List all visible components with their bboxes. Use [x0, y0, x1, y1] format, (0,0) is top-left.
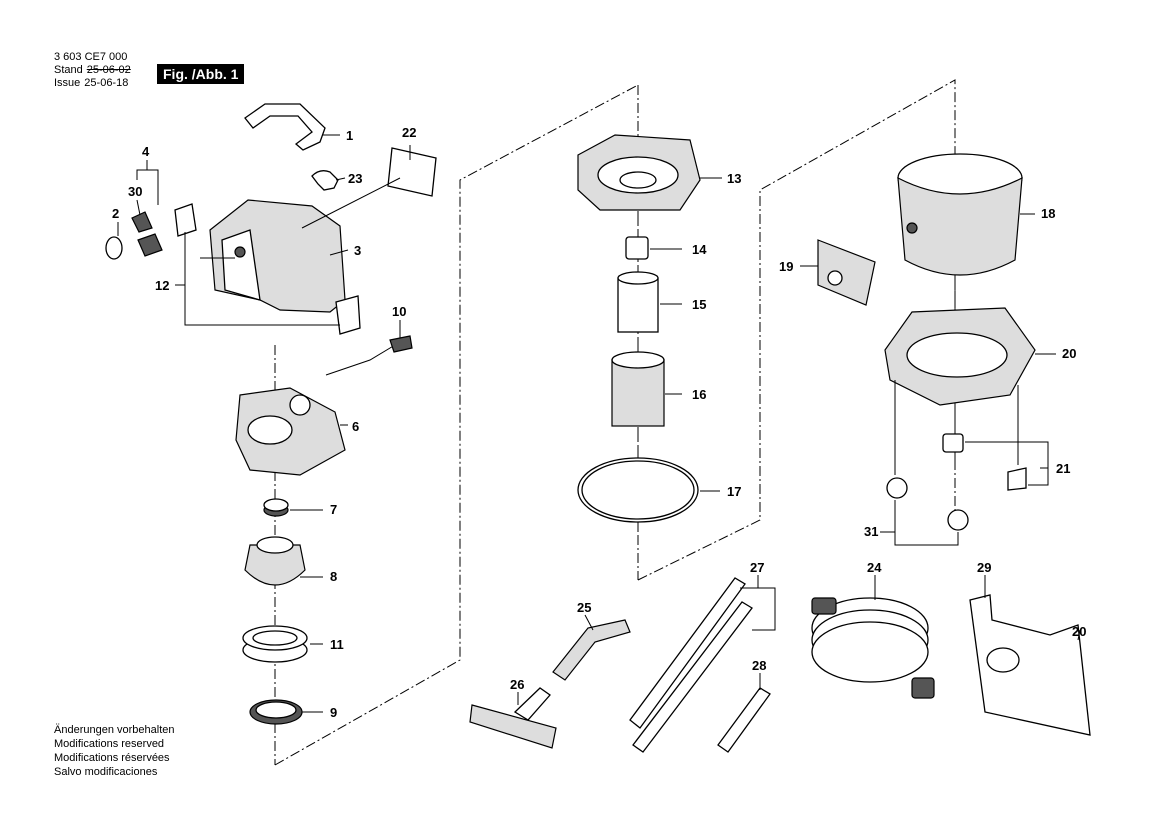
label-part-11: 11	[330, 637, 344, 652]
stand-label: Stand	[54, 64, 83, 76]
part-switch-30	[131, 211, 163, 257]
doc-number: 3 603 CE7 000	[54, 51, 128, 63]
part-filter-cartridge-16	[611, 351, 665, 427]
label-part-13: 13	[727, 171, 741, 186]
label-part-20: 20	[1062, 346, 1076, 361]
label-part-28: 28	[752, 658, 766, 673]
part-filter-cage-15	[617, 271, 659, 333]
label-part-2: 2	[112, 206, 119, 221]
issue-date: 25-06-18	[84, 77, 129, 89]
label-part-27: 27	[750, 560, 764, 575]
label-part-24: 24	[867, 560, 882, 575]
part-elbow-25	[552, 619, 631, 681]
note-en: Modifications reserved	[54, 738, 165, 750]
part-filter-bag-29	[969, 594, 1091, 736]
label-part-1: 1	[346, 128, 353, 143]
label-part-7: 7	[330, 502, 337, 517]
label-part-6: 6	[352, 419, 359, 434]
part-ring-11	[242, 625, 308, 663]
part-bin-18	[897, 153, 1023, 276]
label-part-8: 8	[330, 569, 337, 584]
part-base-20	[884, 307, 1036, 406]
label-part-21: 21	[1056, 461, 1070, 476]
part-switch-12	[174, 203, 361, 335]
note-de: Änderungen vorbehalten	[54, 724, 175, 736]
label-part-31: 31	[864, 524, 878, 539]
part-knob-2	[105, 236, 123, 260]
part-cover-19	[817, 239, 876, 306]
leader-lines	[117, 134, 1081, 713]
part-clip-23	[311, 170, 339, 191]
label-part-9: 9	[330, 705, 337, 720]
stand-date-old: 25-06-02	[86, 64, 131, 76]
label-part-16: 16	[692, 387, 706, 402]
part-label-22	[387, 147, 437, 197]
modification-notes: Änderungen vorbehalten Modifications res…	[54, 723, 174, 779]
label-part-14: 14	[692, 242, 707, 257]
part-filter-holder-13	[577, 134, 701, 211]
issue-label: Issue	[54, 77, 81, 89]
part-spacer-14	[625, 236, 649, 260]
label-part-29: 29	[977, 560, 991, 575]
label-part-12: 12	[155, 278, 169, 293]
part-handle-1	[244, 103, 326, 151]
group-boundary-left	[274, 84, 639, 766]
part-gasket-17	[577, 457, 699, 523]
part-motor-cover-3	[209, 199, 346, 313]
label-part-4: 4	[142, 144, 150, 159]
label-part-3: 3	[354, 243, 361, 258]
label-part-19: 19	[779, 259, 793, 274]
part-motor-housing-6	[235, 387, 346, 476]
part-crevice-nozzle-28	[717, 687, 771, 753]
note-es: Salvo modificaciones	[54, 766, 158, 778]
part-motor-8	[244, 536, 306, 586]
label-part-25: 25	[577, 600, 591, 615]
label-part-26: 26	[510, 677, 524, 692]
part-seal-9	[249, 699, 303, 725]
label-part-23: 23	[348, 171, 362, 186]
label-part-22: 22	[402, 125, 416, 140]
part-castor-31	[886, 477, 969, 531]
part-bearing-7	[263, 498, 289, 517]
note-fr: Modifications réservées	[54, 752, 170, 764]
part-tubes-27	[629, 577, 753, 753]
figure-label: Fig. /Abb. 1	[157, 64, 245, 84]
label-part-15: 15	[692, 297, 706, 312]
part-hose-24	[811, 597, 935, 699]
label-part-17: 17	[727, 484, 741, 499]
part-cable-10	[325, 335, 413, 376]
label-part-20b: 20	[1072, 624, 1086, 639]
part-floor-nozzle-26	[469, 687, 557, 749]
part-castor-21	[942, 433, 1027, 491]
label-part-10: 10	[392, 304, 406, 319]
label-part-18: 18	[1041, 206, 1055, 221]
label-part-30: 30	[128, 184, 142, 199]
